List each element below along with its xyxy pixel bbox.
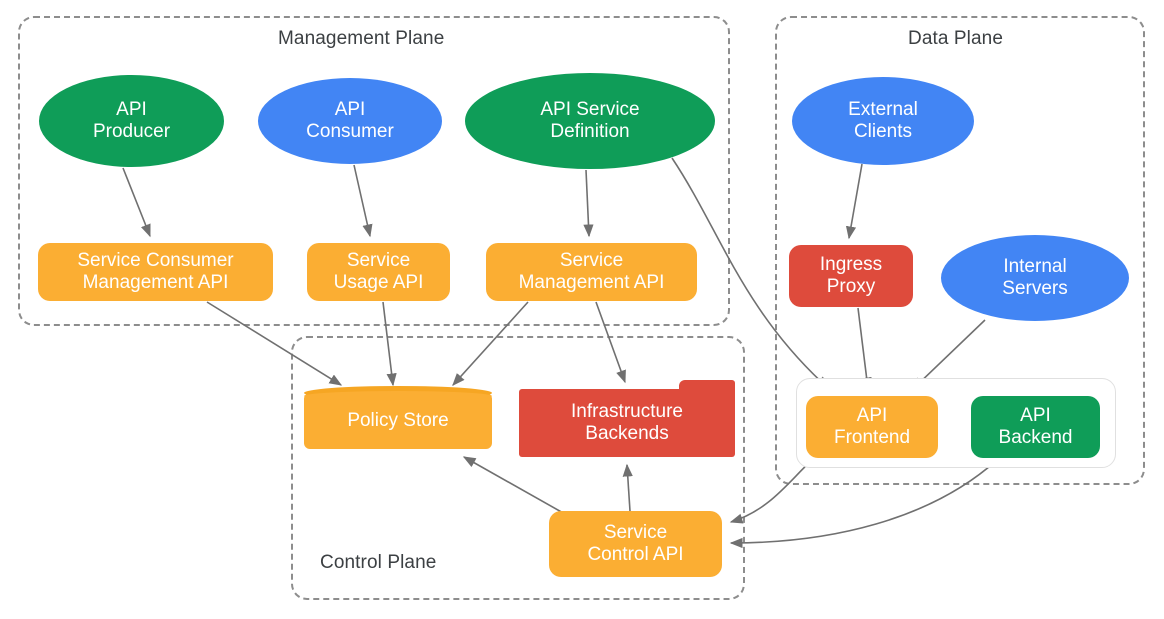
node-label-api-service-definition: API Service Definition [540,98,640,142]
node-label-service-consumer-mgmt-api: Service Consumer Management API [77,249,234,293]
node-api-frontend[interactable]: API Frontend [806,396,938,458]
node-infrastructure-backends[interactable]: Infrastructure Backends [519,380,735,457]
plane-label-data-plane: Data Plane [908,28,1004,49]
node-service-control-api[interactable]: Service Control API [549,511,722,577]
plane-label-management-plane: Management Plane [278,28,445,49]
node-api-consumer[interactable]: API Consumer [258,78,442,164]
node-label-service-control-api: Service Control API [587,521,684,565]
node-policy-store[interactable]: Policy Store [304,386,492,449]
node-ingress-proxy[interactable]: Ingress Proxy [789,245,913,307]
node-label-api-consumer: API Consumer [306,98,394,142]
node-label-internal-servers: Internal Servers [1002,255,1068,299]
node-label-service-management-api: Service Management API [518,249,665,293]
node-internal-servers[interactable]: Internal Servers [941,235,1129,321]
node-label-external-clients: External Clients [848,98,918,142]
node-label-policy-store: Policy Store [347,409,449,431]
node-external-clients[interactable]: External Clients [792,77,974,165]
node-api-producer[interactable]: API Producer [39,75,224,167]
folder-tab-icon [679,380,735,392]
node-service-consumer-mgmt-api[interactable]: Service Consumer Management API [38,243,273,301]
node-service-management-api[interactable]: Service Management API [486,243,697,301]
node-api-service-definition[interactable]: API Service Definition [465,73,715,169]
node-service-usage-api[interactable]: Service Usage API [307,243,450,301]
node-label-api-backend: API Backend [998,404,1073,448]
node-label-service-usage-api: Service Usage API [333,249,424,293]
node-api-backend[interactable]: API Backend [971,396,1100,458]
node-label-api-frontend: API Frontend [833,404,911,448]
node-label-api-producer: API Producer [92,98,171,142]
node-label-ingress-proxy: Ingress Proxy [819,253,883,297]
node-label-infrastructure-backends: Infrastructure Backends [571,400,683,444]
plane-label-control-plane: Control Plane [320,552,437,573]
